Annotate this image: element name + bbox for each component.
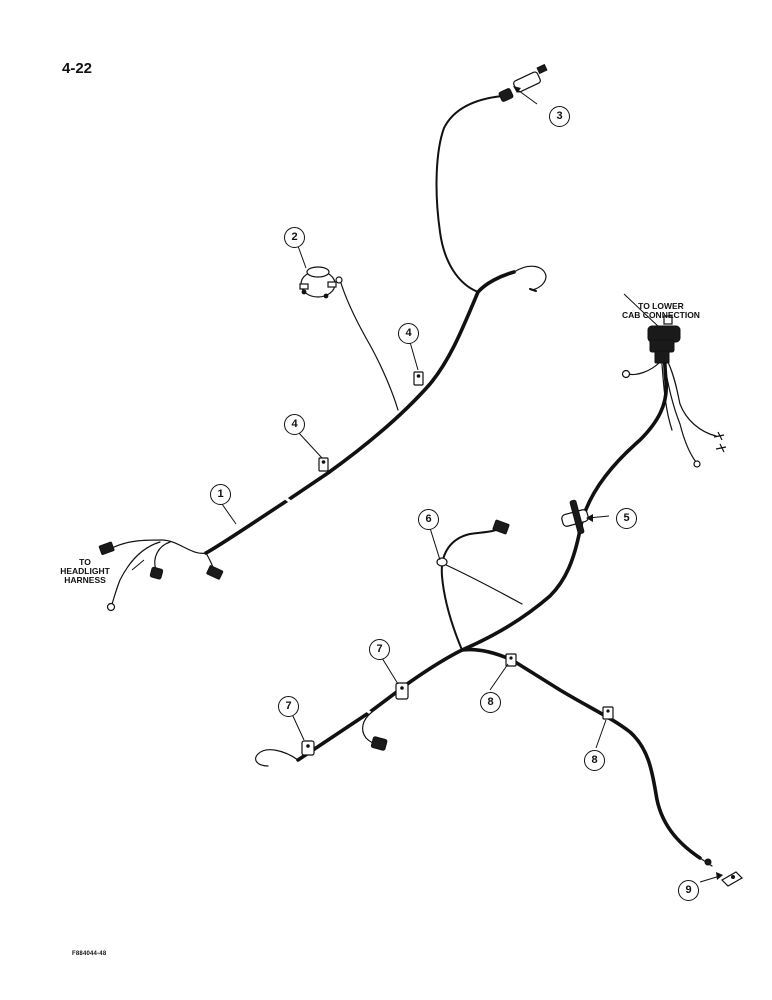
upper-loop-connector (492, 519, 510, 535)
ground-wire (443, 563, 523, 605)
headlight-connector-b (149, 566, 164, 580)
upper-loop-branch (440, 527, 501, 651)
rear-branch-wire (435, 95, 503, 293)
trunk-break-mark (283, 495, 293, 505)
harness-clamp-5 (561, 499, 589, 535)
callout-3: 3 (549, 106, 570, 127)
callout-8-upper: 8 (480, 692, 501, 713)
junction-tail-terminal (529, 288, 537, 292)
callout-4-upper: 4 (398, 323, 419, 344)
harness-clip-7a (301, 740, 315, 756)
leader-lines (131, 86, 723, 883)
callout-9: 9 (678, 880, 699, 901)
relay-wire (339, 279, 399, 411)
headlight-connector-c (206, 565, 224, 580)
lower-harness (255, 315, 743, 887)
harness-clip-4a (318, 457, 329, 472)
headlight-branch-d (111, 541, 161, 605)
rear-sender (498, 63, 548, 102)
callout-1: 1 (210, 484, 231, 505)
headlight-harness-note: TO HEADLIGHT HARNESS (46, 558, 124, 585)
harness-clip-4b (413, 371, 424, 386)
harness-clip-8b (602, 706, 614, 720)
callout-7-lower: 7 (278, 696, 299, 717)
headlight-note-line-3: HARNESS (64, 575, 106, 585)
headlight-ring-terminal (106, 602, 116, 612)
lower-trunk-break (364, 707, 374, 717)
headlight-branch-b (154, 541, 171, 571)
lower-left-pigtail (255, 749, 299, 767)
harness-clip-7b (395, 682, 409, 700)
cab-connector-assembly (621, 315, 727, 468)
headlight-branch-a (111, 539, 207, 554)
junction-tail-wire (513, 265, 547, 291)
callout-4-lower: 4 (284, 414, 305, 435)
harness-clip-8a (505, 653, 517, 667)
cab-note-line-2: CAB CONNECTION (622, 310, 700, 320)
headlight-note-line-2: HEADLIGHT (60, 566, 110, 576)
callout-2: 2 (284, 227, 305, 248)
upper-harness-trunk (204, 270, 516, 555)
lower-cab-connection-note: TO LOWER CAB CONNECTION (600, 302, 722, 320)
callout-8-lower: 8 (584, 750, 605, 771)
ground-ring-terminal (436, 557, 448, 567)
figure-code: F884044-48 (72, 951, 107, 957)
upper-harness (98, 63, 548, 612)
callout-6: 6 (418, 509, 439, 530)
cab-note-line-1: TO LOWER (638, 301, 684, 311)
page-number: 4-22 (62, 60, 93, 77)
drop-connector (370, 736, 388, 751)
headlight-note-line-1: TO (79, 557, 91, 567)
callout-5: 5 (616, 508, 637, 529)
rear-light-branch (460, 647, 702, 860)
relay-solenoid (299, 266, 343, 299)
callout-7-upper: 7 (369, 639, 390, 660)
headlight-connector-a (98, 541, 115, 555)
rear-lamp-bulb (704, 858, 743, 887)
